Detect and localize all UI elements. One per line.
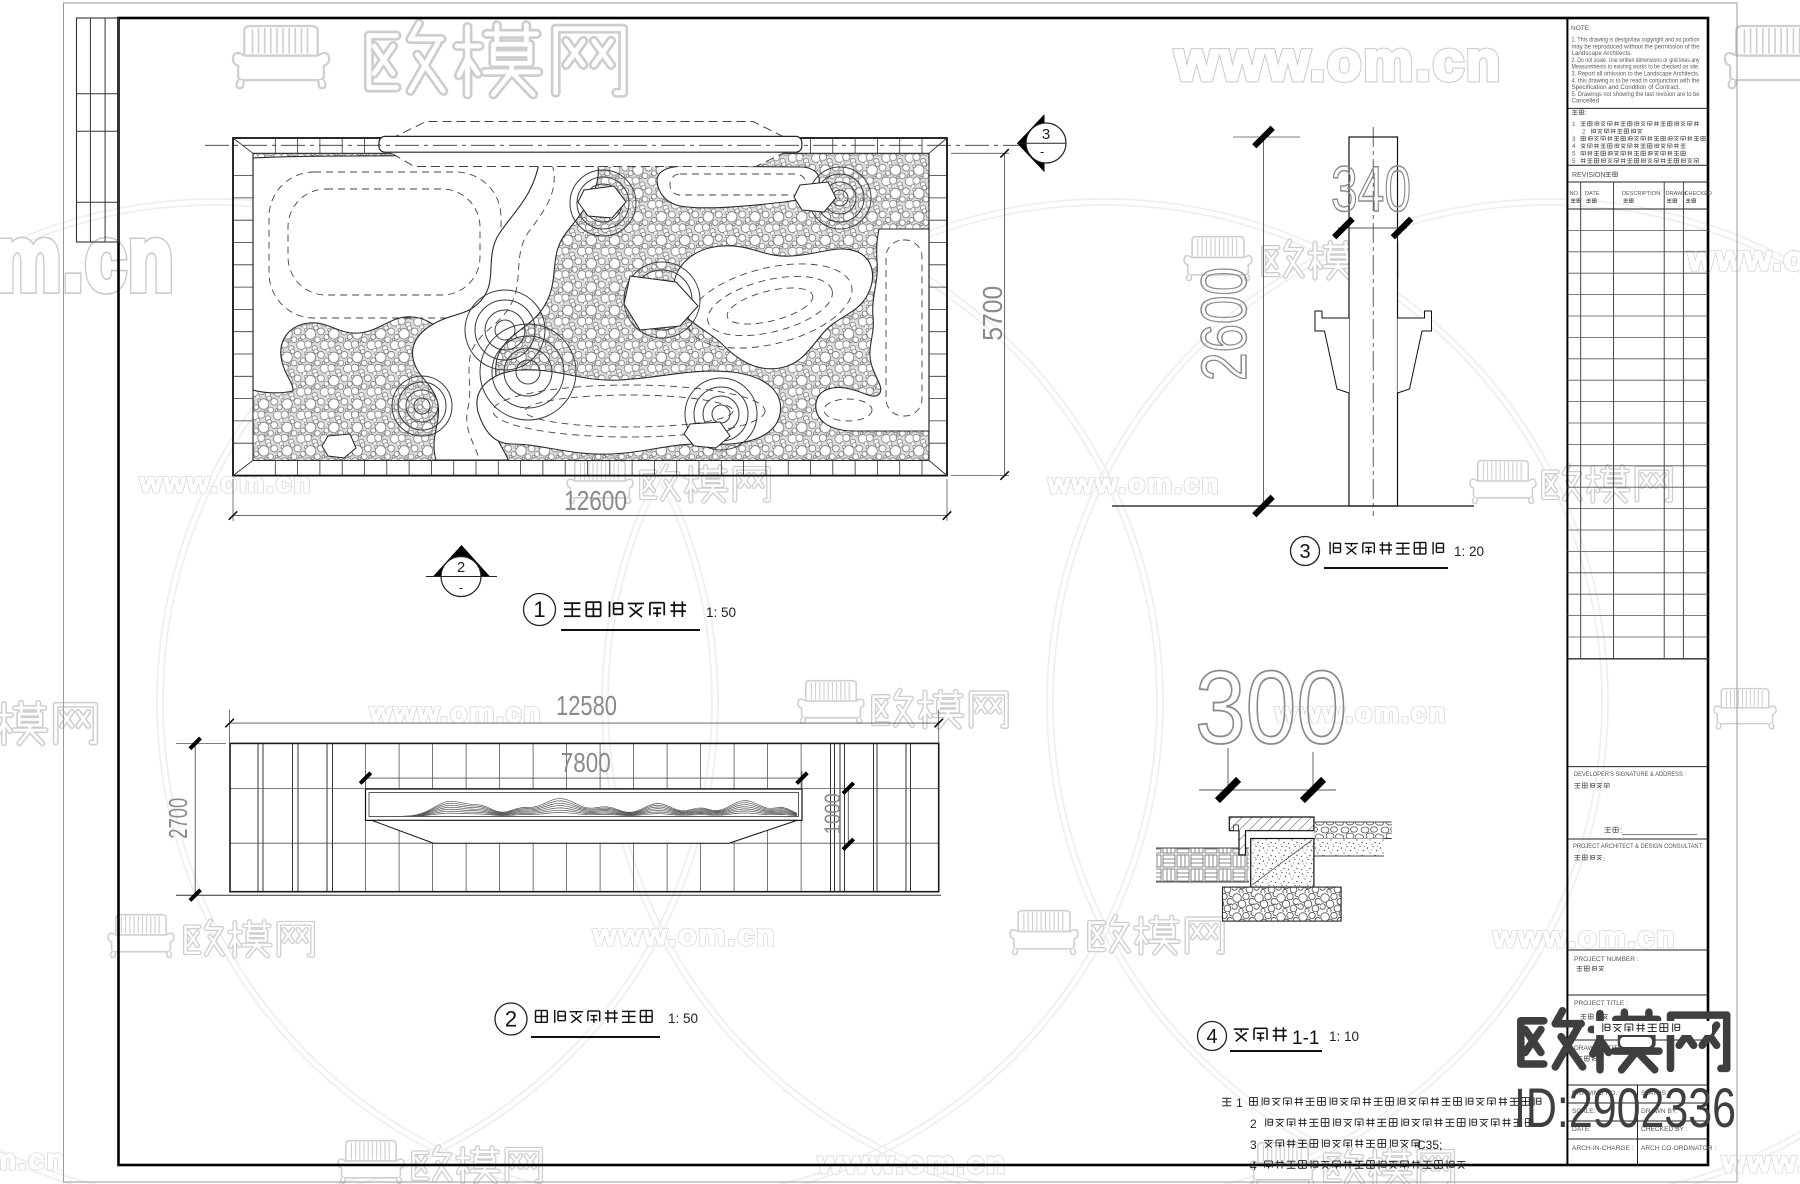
svg-text:www.: www. [1721, 1146, 1800, 1179]
svg-text::: : [1585, 110, 1587, 117]
svg-text:www.om.cn: www.om.cn [1047, 468, 1221, 499]
svg-text:C35;: C35; [1417, 1138, 1442, 1152]
svg-text:5700: 5700 [977, 286, 1008, 341]
svg-text:Measurements to existing works: Measurements to existing works to be che… [1572, 64, 1700, 71]
svg-text:DRAWN: DRAWN [1666, 191, 1687, 197]
svg-text:3: 3 [1250, 1138, 1257, 1152]
svg-text:4: 4 [1250, 1159, 1257, 1173]
svg-text:2: 2 [505, 1007, 517, 1032]
svg-text:PROJECT ARCHITECT & DESIGN CON: PROJECT ARCHITECT & DESIGN CONSULTANT: [1573, 843, 1703, 850]
svg-text:www.om.cn: www.om.cn [0, 1144, 66, 1176]
svg-text:www.om.cn: www.om.cn [1174, 29, 1502, 92]
svg-text:5: 5 [1572, 158, 1576, 165]
svg-text:4: 4 [1206, 1026, 1217, 1048]
svg-text:www.om.cn: www.om.cn [1492, 921, 1677, 954]
svg-text:12600: 12600 [564, 485, 627, 516]
svg-text:www.om.cn: www.om.cn [1492, 921, 1677, 954]
svg-text:www.om.cn: www.om.cn [1274, 697, 1448, 728]
svg-text:1000: 1000 [820, 793, 845, 834]
svg-text:2: 2 [1250, 1117, 1257, 1131]
svg-text:1: 1 [1236, 1096, 1243, 1110]
svg-text:2. Do not scale. Use written d: 2. Do not scale. Use written dimensions … [1572, 57, 1701, 64]
svg-text:340: 340 [1331, 153, 1411, 225]
svg-text:PROJECT TITLE :: PROJECT TITLE : [1574, 1000, 1628, 1007]
svg-text:2700: 2700 [163, 798, 193, 839]
svg-text:DRAWING NO.:: DRAWING NO.: [1572, 1090, 1619, 1097]
svg-text:1-1: 1-1 [1292, 1028, 1319, 1049]
svg-text:www.om.cn: www.om.cn [0, 208, 175, 310]
svg-text:PROJECT NUMBER :: PROJECT NUMBER : [1574, 956, 1639, 963]
svg-text:3: 3 [1042, 126, 1050, 143]
svg-text::: : [1620, 826, 1622, 835]
svg-text:1: 50: 1: 50 [706, 605, 736, 620]
svg-text:1: 1 [533, 597, 545, 622]
svg-text:www.om.cn: www.om.cn [139, 467, 313, 498]
svg-text:Cancelled: Cancelled [1572, 98, 1600, 105]
svg-text:STATUS: STATUS [1641, 1090, 1667, 1097]
svg-text:www.om.cn: www.om.cn [1687, 240, 1800, 278]
svg-text:12580: 12580 [556, 690, 617, 721]
svg-text:NO.: NO. [1570, 191, 1580, 197]
svg-text:www.om.cn: www.om.cn [369, 697, 543, 728]
svg-text:www.om.cn: www.om.cn [1274, 697, 1448, 728]
svg-text:www.om.cn: www.om.cn [1174, 29, 1502, 92]
svg-text:DRAWN BY:: DRAWN BY: [1641, 1108, 1678, 1115]
svg-text:1. This drawing is design/law: 1. This drawing is design/law copyright … [1572, 37, 1700, 44]
svg-text:4. this drawing is to be read: 4. this drawing is to be read in conjunc… [1572, 77, 1701, 84]
svg-text:1: 1 [1572, 121, 1576, 128]
svg-text:300: 300 [1195, 650, 1347, 766]
svg-text:www.om.cn: www.om.cn [0, 208, 175, 310]
svg-text:1: 20: 1: 20 [1454, 544, 1484, 559]
svg-text:2: 2 [457, 559, 465, 576]
svg-text:www.om.cn: www.om.cn [0, 1144, 66, 1176]
svg-text:www.om.cn: www.om.cn [592, 919, 777, 952]
svg-text:3: 3 [1572, 136, 1576, 143]
svg-text::: : [1603, 854, 1605, 863]
svg-text:ID:2902336: ID:2902336 [1514, 1076, 1736, 1139]
svg-text:Landscape Architects.: Landscape Architects. [1572, 50, 1633, 57]
svg-text:REVISION: REVISION [1572, 172, 1605, 179]
svg-text:3: 3 [1299, 541, 1310, 563]
svg-text:NOTE:: NOTE: [1571, 25, 1591, 32]
svg-text:www.om.cn: www.om.cn [592, 919, 777, 952]
svg-text:-: - [1040, 144, 1044, 159]
svg-text:www.om.cn: www.om.cn [817, 1145, 1007, 1180]
svg-text:Specification and Condition of: Specification and Condition of Contract. [1572, 84, 1681, 91]
svg-text:2: 2 [1582, 128, 1586, 135]
svg-text:-: - [459, 580, 463, 595]
svg-text:CHECKED: CHECKED [1685, 191, 1712, 197]
svg-text:3. Report all omission to the: 3. Report all omission to the Landscape … [1572, 71, 1700, 78]
svg-text:1: 10: 1: 10 [1329, 1029, 1359, 1044]
svg-text:7800: 7800 [561, 747, 611, 778]
svg-text:1: 50: 1: 50 [668, 1011, 698, 1026]
svg-text:www.om.cn: www.om.cn [1687, 240, 1800, 278]
svg-text:5: 5 [1572, 151, 1576, 158]
svg-text:CHECKED BY :: CHECKED BY : [1641, 1126, 1688, 1133]
svg-text:www.om.cn: www.om.cn [139, 467, 313, 498]
svg-text:ARCH CO-ORDINATOR :: ARCH CO-ORDINATOR : [1641, 1145, 1716, 1152]
svg-text:www.om.cn: www.om.cn [817, 1145, 1007, 1180]
svg-text:DATE:: DATE: [1572, 1126, 1591, 1133]
svg-text:www.: www. [1721, 1146, 1800, 1179]
svg-text:DATE: DATE [1585, 191, 1600, 197]
svg-text:SCALE:: SCALE: [1572, 1108, 1596, 1115]
svg-text:2600: 2600 [1188, 267, 1260, 381]
svg-text:5. Drawings not showing the la: 5. Drawings not showing the last revisio… [1572, 91, 1701, 98]
svg-text:may be reproduced without the: may be reproduced without the permission… [1572, 43, 1701, 50]
svg-text:DESCRIPTION: DESCRIPTION [1622, 191, 1660, 197]
svg-text:4: 4 [1572, 143, 1576, 150]
svg-text:www.om.cn: www.om.cn [1047, 468, 1221, 499]
svg-text:DEVELOPER'S SIGNATURE & ADDRE: DEVELOPER'S SIGNATURE & ADDRESS : [1574, 771, 1686, 778]
svg-text:ARCH-IN-CHARGE :: ARCH-IN-CHARGE : [1572, 1145, 1634, 1152]
